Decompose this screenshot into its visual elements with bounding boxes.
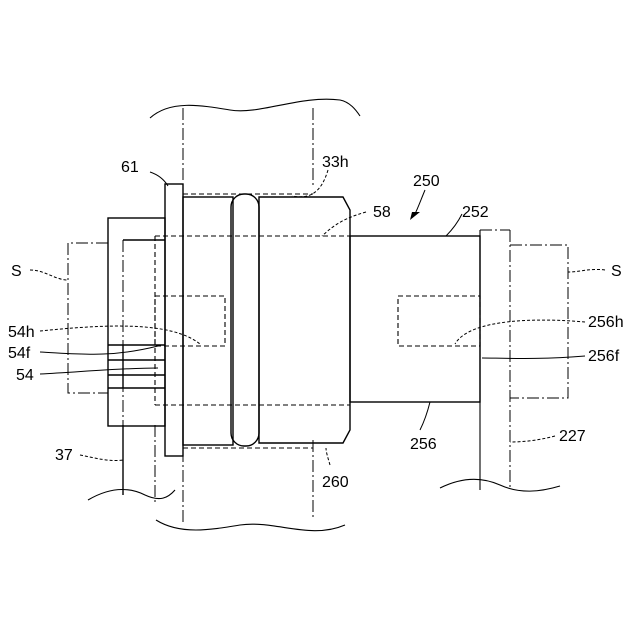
o-ring-shape xyxy=(231,194,259,446)
leader-33h xyxy=(292,170,328,197)
leader-54f xyxy=(40,346,158,354)
leader-252 xyxy=(446,214,462,236)
flange-61 xyxy=(165,184,183,456)
hole-256h xyxy=(398,296,480,346)
right-base-break-line xyxy=(440,479,560,491)
leader-S-left xyxy=(30,270,68,280)
label-260: 260 xyxy=(322,474,349,491)
label-256f: 256f xyxy=(588,348,620,365)
connector-54 xyxy=(108,218,165,426)
leader-54 xyxy=(40,368,158,374)
leader-S-right xyxy=(568,269,605,272)
upper-plate-break-line xyxy=(150,99,360,118)
right-s-outline xyxy=(510,245,568,398)
label-58: 58 xyxy=(373,204,391,221)
leader-256 xyxy=(420,402,430,430)
leader-260 xyxy=(326,448,330,465)
left-base xyxy=(88,425,175,505)
leader-58 xyxy=(322,212,366,236)
label-33h: 33h xyxy=(322,154,349,171)
leader-37 xyxy=(80,455,123,461)
label-61: 61 xyxy=(121,159,139,176)
plug-252-body xyxy=(350,236,480,402)
label-227: 227 xyxy=(559,428,586,445)
o-ring xyxy=(231,194,259,446)
leaders xyxy=(30,170,605,465)
label-s-right: S xyxy=(611,263,622,280)
lower-plate-break-line xyxy=(156,520,345,531)
leader-256f xyxy=(482,356,585,359)
connector-54-body xyxy=(108,218,165,426)
leader-227 xyxy=(510,436,555,442)
leader-250-arrow xyxy=(410,212,420,220)
plug-252 xyxy=(350,236,480,402)
reference-labels: 61 33h 250 58 252 S S 54h 54f 54 256h 25… xyxy=(8,154,624,491)
label-s-left: S xyxy=(11,263,22,280)
label-250: 250 xyxy=(413,173,440,190)
label-256h: 256h xyxy=(588,314,624,331)
label-37: 37 xyxy=(55,447,73,464)
leader-256h xyxy=(455,320,585,344)
main-body-right xyxy=(259,197,350,443)
left-base-break-line xyxy=(88,490,175,500)
label-54f: 54f xyxy=(8,345,31,362)
leader-54h xyxy=(40,326,200,344)
upper-plate xyxy=(150,99,360,188)
main-body-left xyxy=(183,197,233,445)
label-54: 54 xyxy=(16,367,34,384)
lower-plate xyxy=(156,440,345,531)
right-base xyxy=(440,230,560,491)
hidden-lines xyxy=(155,194,350,448)
label-54h: 54h xyxy=(8,324,35,341)
label-256: 256 xyxy=(410,436,437,453)
label-252: 252 xyxy=(462,204,489,221)
